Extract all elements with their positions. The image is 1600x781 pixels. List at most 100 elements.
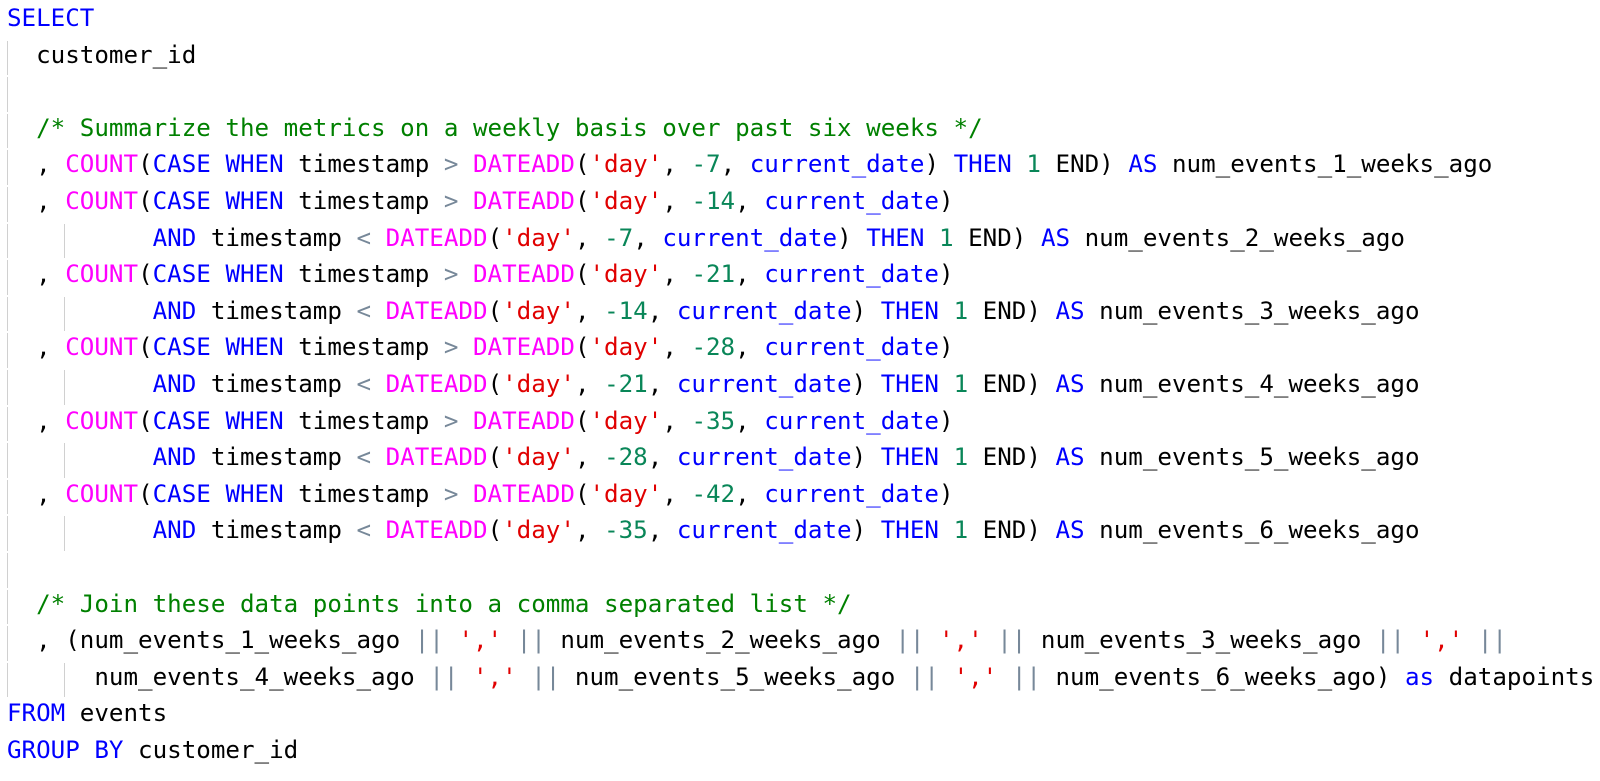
code-token-punct: ( — [574, 150, 590, 179]
code-token-ident: datapoints — [1434, 662, 1595, 691]
code-token-func: DATEADD — [385, 296, 488, 325]
code-token-punct — [939, 516, 954, 544]
code-token-punct: , — [574, 296, 605, 325]
code-token-punct — [211, 150, 226, 178]
code-line: num_events_4_weeks_ago || ',' || num_eve… — [7, 659, 1594, 696]
code-token-number: -35 — [691, 406, 736, 435]
code-token-number: 1 — [1026, 150, 1041, 179]
code-token-punct — [924, 224, 939, 252]
code-token-ident: timestamp — [283, 333, 444, 362]
code-token-keyword: current_date — [764, 187, 939, 215]
code-token-punct: ( — [574, 479, 590, 508]
code-token-ident: END) — [968, 370, 1056, 398]
code-token-punct: ) — [939, 406, 954, 435]
code-token-punct — [458, 333, 473, 361]
code-line: /* Join these data points into a comma s… — [7, 586, 852, 623]
code-token-number: 1 — [953, 443, 969, 472]
code-token-ident: END) — [968, 516, 1056, 545]
code-token-punct: ( — [487, 516, 503, 545]
code-token-punct — [371, 370, 386, 398]
code-line: AND timestamp < DATEADD('day', -28, curr… — [7, 439, 1420, 476]
indent-guide — [7, 150, 8, 185]
code-token-op: > — [443, 150, 459, 179]
code-token-ident: num_events_6_weeks_ago) — [1040, 662, 1405, 691]
code-token-punct — [502, 626, 517, 654]
code-token-punct: , — [735, 406, 765, 435]
code-token-func: COUNT — [65, 479, 139, 508]
code-token-punct: ( — [138, 333, 153, 362]
indent-guide — [7, 626, 8, 661]
code-token-ident: END) — [968, 296, 1056, 325]
code-token-op: > — [443, 260, 459, 289]
code-token-op: < — [356, 223, 372, 252]
code-token-punct — [7, 516, 153, 544]
code-token-op: || — [414, 626, 444, 655]
code-token-ident: timestamp — [196, 370, 357, 398]
code-token-keyword: AND — [152, 370, 197, 398]
code-token-punct — [458, 150, 473, 178]
code-token-keyword: AS — [1055, 370, 1085, 398]
code-token-ident: num_events_6_weeks_ago — [1084, 516, 1420, 545]
code-token-string: 'day' — [502, 223, 575, 252]
code-token-punct: , — [7, 187, 66, 215]
code-token-punct — [7, 663, 94, 691]
code-token-keyword: THEN — [880, 443, 939, 472]
code-token-punct: ( — [138, 150, 153, 179]
code-line: SELECT — [7, 0, 94, 37]
code-token-ident: timestamp — [283, 479, 444, 508]
code-token-keyword: THEN — [880, 516, 939, 545]
code-line: FROM events — [7, 695, 167, 732]
code-token-ident: num_events_3_weeks_ago — [1026, 626, 1376, 655]
code-token-keyword: current_date — [676, 296, 852, 325]
code-token-punct: ) — [939, 187, 954, 215]
code-token-keyword: AND — [152, 296, 197, 325]
code-token-keyword: THEN — [866, 223, 925, 252]
code-token-keyword: FROM — [7, 699, 66, 728]
code-token-punct: , — [735, 479, 765, 508]
code-token-number: -42 — [691, 479, 736, 508]
code-token-func: DATEADD — [385, 443, 488, 472]
code-token-punct: , — [7, 333, 66, 362]
code-token-number: -14 — [604, 296, 648, 325]
indent-guide — [7, 223, 8, 259]
code-token-punct — [939, 370, 954, 398]
code-token-punct — [458, 663, 473, 691]
code-token-op: < — [356, 516, 372, 545]
code-token-keyword: WHEN — [225, 150, 284, 179]
indent-guide — [7, 443, 8, 478]
code-token-string: 'day' — [589, 406, 663, 435]
code-token-number: 1 — [939, 223, 954, 252]
indent-guide — [7, 333, 8, 368]
code-token-ident: timestamp — [196, 443, 357, 472]
code-token-punct: ) — [939, 479, 954, 508]
code-token-keyword: AND — [152, 443, 197, 472]
code-token-punct: , — [720, 150, 750, 179]
code-token-punct: , — [662, 479, 692, 508]
code-token-ident: num_events_5_weeks_ago — [1084, 443, 1420, 472]
indent-guide — [7, 370, 8, 405]
code-token-punct: ( — [138, 187, 153, 215]
code-token-punct — [458, 480, 473, 508]
code-token-keyword: current_date — [764, 406, 939, 435]
code-token-punct — [371, 443, 386, 471]
code-token-punct: , — [7, 150, 66, 179]
code-token-punct: ) — [939, 333, 954, 362]
code-token-ident: num_events_5_weeks_ago — [560, 662, 910, 691]
code-line: AND timestamp < DATEADD('day', -7, curre… — [7, 220, 1405, 257]
code-token-string: 'day' — [589, 260, 663, 289]
code-token-punct: , — [647, 516, 677, 545]
indent-guide — [7, 296, 8, 332]
code-token-number: -35 — [604, 516, 648, 545]
code-token-string: ',' — [473, 662, 517, 691]
code-token-punct: ( — [574, 406, 590, 435]
code-token-ident: timestamp — [196, 296, 357, 325]
code-token-func: COUNT — [65, 406, 139, 435]
code-token-punct — [211, 333, 226, 361]
code-token-punct — [939, 663, 954, 691]
code-token-punct — [1463, 626, 1478, 654]
code-token-punct: ( — [574, 333, 590, 362]
code-token-op: || — [1375, 626, 1405, 655]
code-token-punct — [939, 443, 954, 471]
code-token-string: 'day' — [502, 516, 575, 545]
